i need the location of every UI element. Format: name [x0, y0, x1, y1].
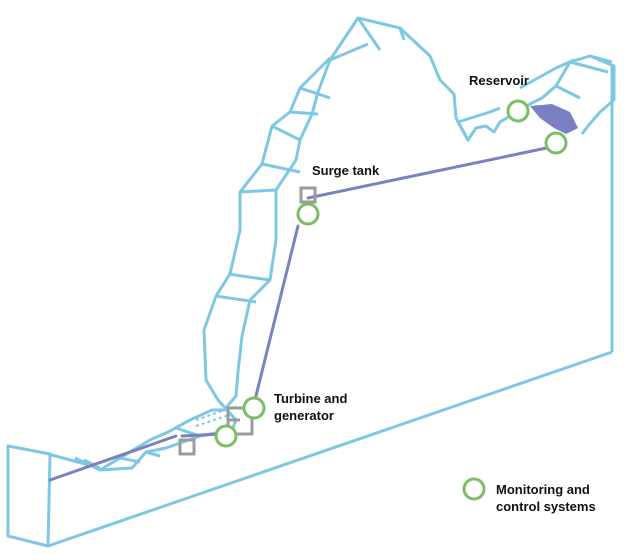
outlet-box — [178, 438, 196, 456]
legend-label: Monitoring and control systems — [496, 482, 596, 514]
monitor-marker-intake[interactable] — [544, 131, 568, 155]
monitor-marker-outlet[interactable] — [214, 424, 238, 448]
mountain-back-outline — [99, 56, 575, 472]
monitor-marker-reservoir[interactable] — [506, 99, 530, 123]
legend-marker-icon — [462, 477, 486, 501]
monitor-marker-surge-tank[interactable] — [296, 202, 320, 226]
ridge-segments — [83, 17, 613, 468]
headrace-tunnel — [306, 144, 558, 200]
label-reservoir: Reservoir — [469, 73, 529, 88]
label-turbine-generator: Turbine and generator — [274, 391, 348, 423]
monitor-marker-turbine[interactable] — [242, 396, 266, 420]
label-surge-tank: Surge tank — [312, 163, 380, 178]
penstock — [250, 224, 300, 414]
mountain-ridge-outline — [74, 16, 616, 472]
reservoir-water — [530, 104, 578, 134]
tailrace — [48, 434, 178, 482]
surge-tank-box — [299, 186, 317, 204]
terrain-base-outline — [6, 66, 614, 548]
access-dotted-line — [195, 405, 237, 427]
